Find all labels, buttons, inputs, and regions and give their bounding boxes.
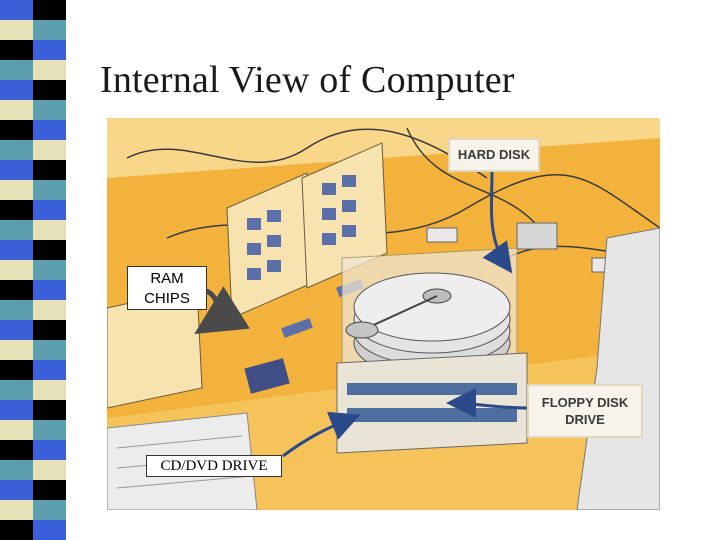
stripe-block <box>33 280 66 300</box>
cable <box>406 127 548 239</box>
stripe-block <box>33 300 66 320</box>
stripe-block <box>0 240 33 260</box>
stripe-block <box>0 480 33 500</box>
stripe-block <box>33 360 66 380</box>
stripe-block <box>33 40 66 60</box>
stripe-block <box>0 120 33 140</box>
stripe-block <box>0 160 33 180</box>
ram-modules <box>226 142 388 319</box>
stripe-block <box>0 420 33 440</box>
ram-label-line2: CHIPS <box>144 290 190 307</box>
stripe-block <box>0 200 33 220</box>
stripe-block <box>0 280 33 300</box>
stripe-block <box>0 500 33 520</box>
stripe-block <box>33 100 66 120</box>
computer-internals-illustration <box>107 118 660 510</box>
stripe-block <box>33 260 66 280</box>
stripe-block <box>0 140 33 160</box>
processor-chip <box>244 358 290 394</box>
hard-disk-arrow <box>482 169 513 274</box>
stripe-block <box>0 520 33 540</box>
stripe-block <box>0 40 33 60</box>
stripe-block <box>33 0 66 20</box>
stripe-block <box>33 440 66 460</box>
hard-disk-callout: HARD DISK <box>448 138 540 172</box>
case-side-panel <box>576 227 660 510</box>
stripe-block <box>0 300 33 320</box>
stripe-block <box>0 360 33 380</box>
stripe-block <box>0 180 33 200</box>
stripe-block <box>0 0 33 20</box>
stripe-block <box>33 80 66 100</box>
stripe-block <box>0 60 33 80</box>
stripe-block <box>0 260 33 280</box>
cable <box>126 128 488 179</box>
stripe-block <box>0 20 33 40</box>
stripe-block <box>0 380 33 400</box>
stripe-block <box>33 220 66 240</box>
hard-disk-label: HARD DISK <box>457 147 531 162</box>
stripe-block <box>33 20 66 40</box>
drive-bay <box>336 352 528 454</box>
stripe-block <box>33 420 66 440</box>
stripe-block <box>33 520 66 540</box>
floppy-label-line2: DRIVE <box>565 412 605 427</box>
stripe-block <box>33 160 66 180</box>
floppy-label-line1: FLOPPY DISK <box>541 395 629 410</box>
stripe-block <box>0 320 33 340</box>
cd-dvd-arrow <box>282 411 361 458</box>
stripe-block <box>33 340 66 360</box>
stripe-block <box>0 220 33 240</box>
stripe-block <box>33 140 66 160</box>
port-connector <box>516 222 558 250</box>
stripe-block <box>33 460 66 480</box>
stripe-block <box>0 440 33 460</box>
slide-title: Internal View of Computer <box>100 59 515 101</box>
stripe-block <box>33 120 66 140</box>
ram-chips-label: RAM CHIPS <box>127 266 207 310</box>
stripe-block <box>33 480 66 500</box>
chip <box>281 318 313 338</box>
stripe-block <box>33 320 66 340</box>
stripe-block <box>0 460 33 480</box>
stripe-block <box>33 60 66 80</box>
stripe-block <box>33 180 66 200</box>
stripe-block <box>0 340 33 360</box>
ram-label-line1: RAM <box>150 270 184 287</box>
stripe-block <box>33 380 66 400</box>
hard-disk-unit <box>341 247 518 389</box>
stripe-block <box>0 100 33 120</box>
decorative-side-stripe <box>0 0 66 540</box>
stripe-block <box>33 240 66 260</box>
stripe-block <box>0 80 33 100</box>
cd-dvd-drive-label: CD/DVD DRIVE <box>146 455 282 477</box>
floppy-disk-arrow <box>446 388 528 419</box>
stripe-block <box>33 500 66 520</box>
stripe-block <box>0 400 33 420</box>
stripe-block <box>33 400 66 420</box>
floppy-disk-callout: FLOPPY DISK DRIVE <box>527 384 643 438</box>
connector <box>426 227 458 243</box>
stripe-block <box>33 200 66 220</box>
